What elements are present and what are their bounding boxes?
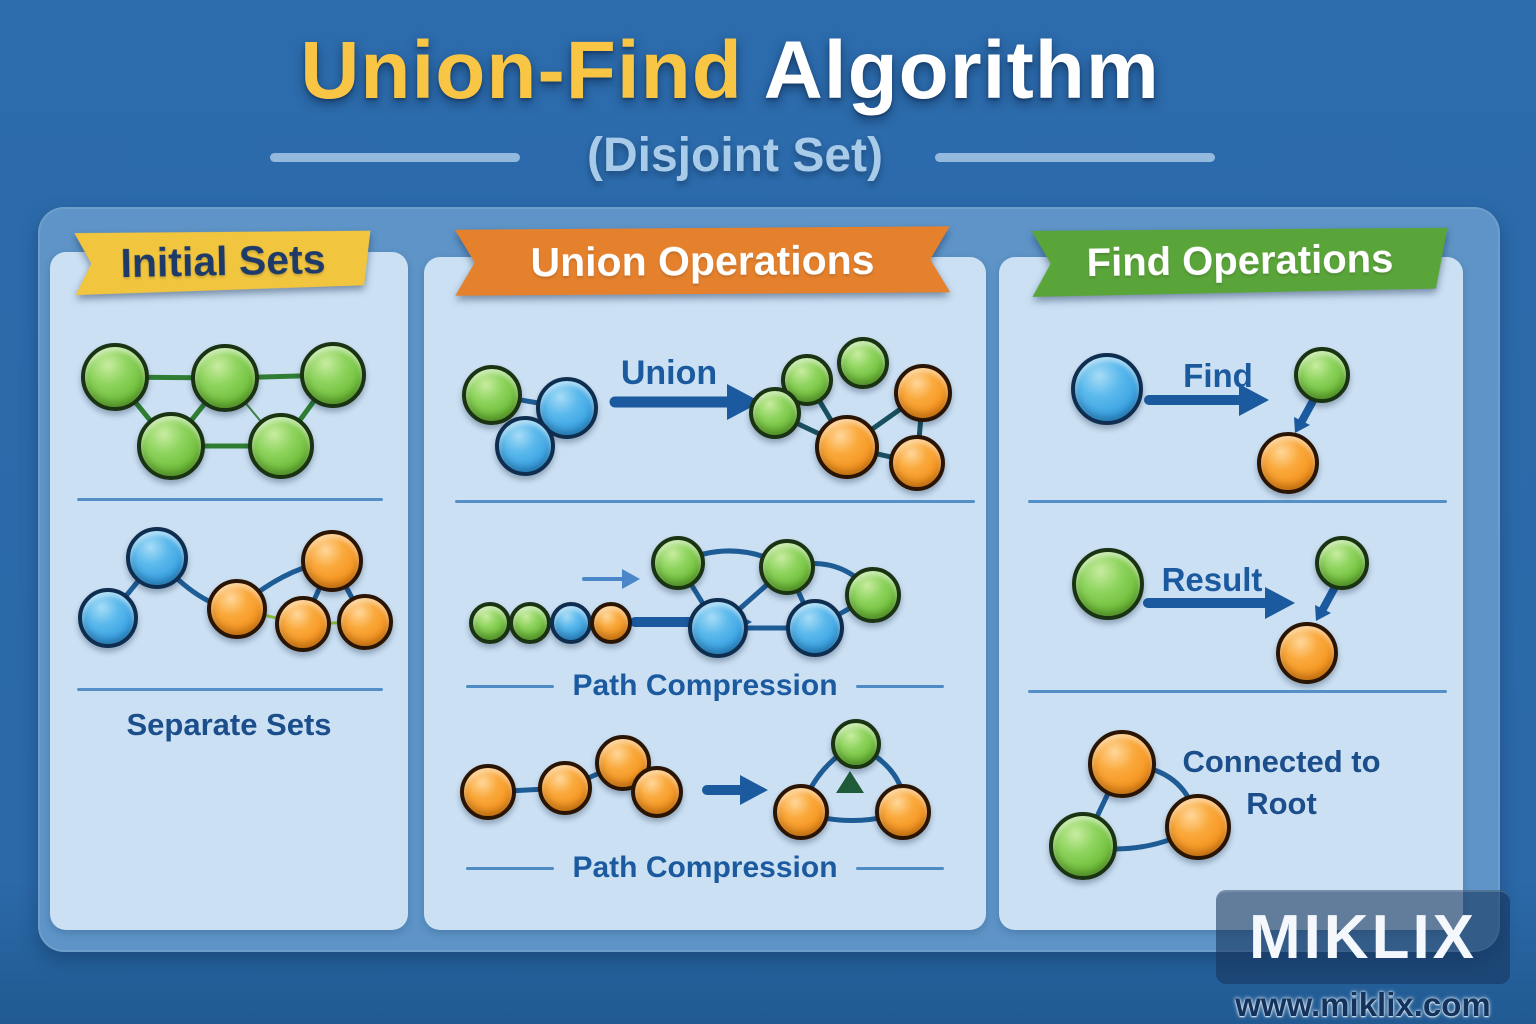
page-title: Union-Find Algorithm xyxy=(0,24,1460,118)
node-blue xyxy=(550,602,592,644)
pointer-arrowhead-icon xyxy=(1315,605,1331,621)
pointer-arrowhead-icon xyxy=(1294,417,1310,433)
result-label: Result xyxy=(1161,561,1263,598)
node-orange xyxy=(275,596,331,652)
node-orange xyxy=(1276,622,1338,684)
website-url: www.miklix.com xyxy=(1235,986,1491,1023)
node-green xyxy=(831,719,881,769)
node-orange xyxy=(773,784,829,840)
node-green xyxy=(781,354,833,406)
label-line-right xyxy=(855,684,944,688)
node-green xyxy=(759,539,815,595)
node-green xyxy=(1294,347,1350,403)
banner-union-operations: Union Operations xyxy=(455,226,950,295)
node-orange xyxy=(1088,730,1156,798)
node-green xyxy=(300,342,366,408)
banner-find-operations: Find Operations xyxy=(1032,225,1449,297)
banner-union-operations-label: Union Operations xyxy=(530,236,875,285)
node-orange xyxy=(1257,432,1319,494)
node-green xyxy=(845,567,901,623)
node-orange xyxy=(538,761,592,815)
find-label: Find xyxy=(1183,357,1253,394)
result-arrowhead-icon xyxy=(1265,587,1295,619)
node-green xyxy=(462,365,522,425)
compression-arrowhead-icon xyxy=(740,775,768,805)
connected-to-root-caption: Connected to Root xyxy=(1169,741,1394,825)
node-green xyxy=(191,344,259,412)
node-orange xyxy=(207,579,267,639)
node-blue xyxy=(78,588,138,648)
node-orange xyxy=(631,766,683,818)
node-green xyxy=(1315,536,1369,590)
union-label: Union xyxy=(620,354,718,392)
node-orange xyxy=(875,784,931,840)
node-orange xyxy=(460,764,516,820)
find-arrowhead-icon xyxy=(1239,384,1269,416)
pointer-arrow-icon xyxy=(1319,583,1339,613)
section-divider xyxy=(77,688,383,691)
label-line-right xyxy=(855,866,944,870)
node-green xyxy=(1072,548,1144,620)
node-blue xyxy=(786,599,844,657)
path-compression-label: Path Compression xyxy=(572,669,838,702)
union-arrowhead-icon xyxy=(727,384,761,420)
section-divider xyxy=(1028,500,1447,503)
caption-line: Connected to xyxy=(1182,744,1381,779)
path-compression-label-row: Path Compression xyxy=(424,669,986,703)
banner-ribbon: Find Operations xyxy=(1032,225,1449,297)
node-blue xyxy=(1071,353,1143,425)
banner-ribbon: Union Operations xyxy=(455,226,950,295)
caption-line: Root xyxy=(1246,786,1317,821)
banner-initial-sets: Initial Sets xyxy=(74,227,371,295)
node-green xyxy=(81,343,149,411)
title-rest: Algorithm xyxy=(742,25,1160,116)
panel-initial-sets: Separate Sets xyxy=(50,252,408,930)
section-divider xyxy=(77,498,383,501)
root-pointer-icon xyxy=(836,771,864,793)
miklix-logo: MIKLIX xyxy=(1216,890,1510,984)
node-green xyxy=(509,602,551,644)
pointer-arrow-icon xyxy=(1298,395,1318,425)
node-green xyxy=(749,387,801,439)
label-line-left xyxy=(466,866,555,870)
node-blue xyxy=(495,416,555,476)
subtitle-line-right xyxy=(935,153,1215,162)
panel-union-operations: Union Path Compression Path Compression xyxy=(424,257,986,930)
title-highlight: Union-Find xyxy=(300,25,743,116)
path-compression-label: Path Compression xyxy=(572,851,838,884)
banner-ribbon: Initial Sets xyxy=(74,227,371,295)
node-orange xyxy=(337,594,393,650)
node-orange xyxy=(590,602,632,644)
subtitle: (Disjoint Set) xyxy=(587,129,883,182)
node-orange xyxy=(301,530,363,592)
label-line-left xyxy=(466,684,555,688)
node-blue xyxy=(126,527,188,589)
node-orange xyxy=(1165,794,1231,860)
node-green xyxy=(469,602,511,644)
section-divider xyxy=(455,500,975,503)
node-green xyxy=(248,413,314,479)
banner-initial-sets-label: Initial Sets xyxy=(119,235,326,286)
section-divider xyxy=(1028,690,1447,693)
node-green xyxy=(837,337,889,389)
node-green xyxy=(651,536,705,590)
node-blue xyxy=(688,598,748,658)
node-orange xyxy=(894,364,952,422)
node-orange xyxy=(815,415,879,479)
panel-find-operations: Find Result Connected to Root xyxy=(999,257,1463,930)
banner-find-operations-label: Find Operations xyxy=(1086,236,1394,285)
node-orange xyxy=(889,435,945,491)
separate-sets-caption: Separate Sets xyxy=(126,707,332,742)
miklix-logo-text: MIKLIX xyxy=(1248,902,1478,972)
node-green xyxy=(1049,812,1117,880)
path-compression-label-row: Path Compression xyxy=(424,851,986,885)
node-green xyxy=(137,412,205,480)
subtitle-line-left xyxy=(270,153,520,162)
small-arrowhead-icon xyxy=(622,569,640,589)
